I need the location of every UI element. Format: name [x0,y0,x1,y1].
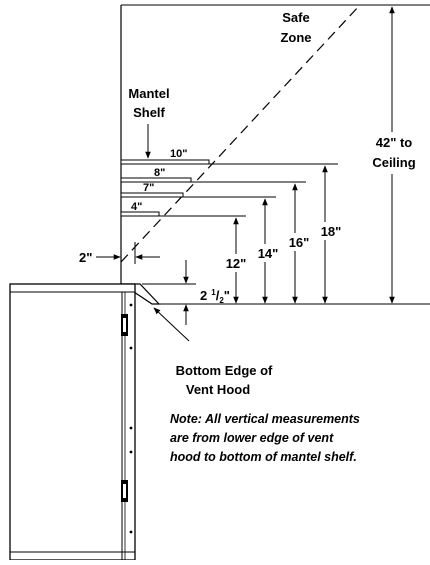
height-label-14: 14" [258,246,279,261]
shelf-depth-8: 8" [154,167,165,179]
shelf-7 [120,192,184,198]
ceiling-label-line1: 42" to [376,135,413,150]
safe-zone-label-line1: Safe [282,10,309,25]
shelf-depth-4: 4" [131,201,142,213]
vent-hood-label-line1: Bottom Edge of [176,363,273,378]
shelf-4 [120,211,160,217]
stove-cabinet [9,283,136,561]
note-line2: are from lower edge of vent [170,431,334,445]
ceiling-label-line2: Ceiling [372,155,415,170]
shelf-depth-7: 7" [143,182,154,194]
mantel-shelf-label-line2: Shelf [133,105,165,120]
note-line3: hood to bottom of mantel shelf. [170,450,357,464]
mantel-shelves [120,159,210,217]
clearance-label-2in: 2" [79,250,92,265]
vent-hood-pointer [153,307,190,342]
cabinet-body [9,283,136,561]
mantel-shelf-label-line1: Mantel [128,86,169,101]
safe-zone-label-line2: Zone [280,30,311,45]
vent-hood-label-line2: Vent Hood [186,382,250,397]
shelf-8 [120,177,192,183]
shelf-10 [120,159,210,165]
height-label-16: 16" [289,235,310,250]
shelf-depth-10: 10" [170,148,187,160]
height-label-12: 12" [226,256,247,271]
note-line1: Note: All vertical measurements [170,412,360,426]
height-label-18: 18" [321,224,342,239]
safe-zone-line [120,4,361,263]
